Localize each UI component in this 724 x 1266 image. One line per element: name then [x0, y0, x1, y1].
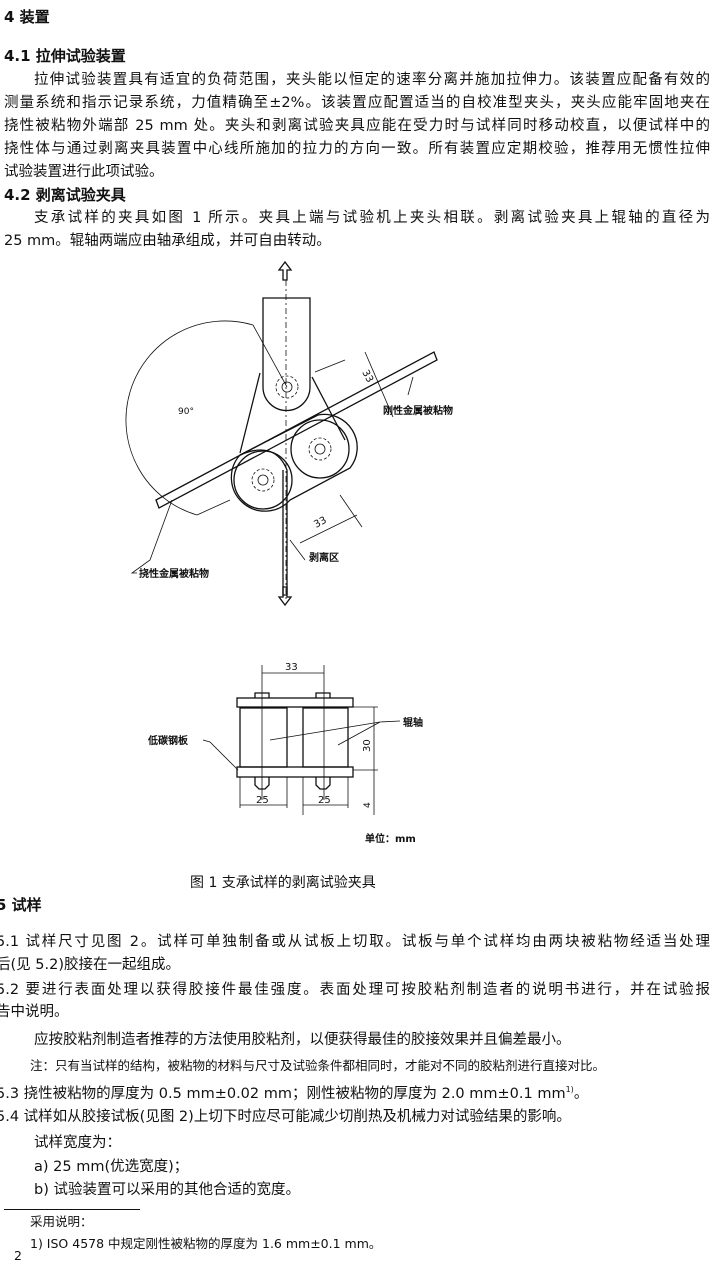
roller-label: 辊轴: [403, 716, 423, 729]
footnote-ref: 1): [565, 1085, 574, 1094]
paragraph-line: 支承试样的夹具如图 1 所示。夹具上端与试验机上夹头相联。剥离试验夹具上辊轴的直…: [34, 210, 710, 226]
footnote-divider: [4, 1209, 140, 1210]
top-plate: [236, 697, 354, 708]
footnote-title: 采用说明：: [30, 1214, 93, 1229]
paragraph-line: 试样宽度为：: [34, 1135, 121, 1151]
roller-link-plate: [230, 413, 358, 512]
plate-label: 低碳钢板: [147, 734, 189, 747]
page-number: 2: [14, 1248, 22, 1263]
section-5-heading: 5 试样: [0, 896, 42, 914]
paragraph-line: 告中说明。: [0, 1004, 69, 1020]
flexible-adherend-label: 挠性金属被粘物: [139, 567, 209, 580]
spacing-dim-label: 33: [285, 662, 298, 673]
clevis: [262, 297, 311, 412]
paragraph-line: 测量系统和指示记录系统，力值精确至±2%。该装置应配置适当的自校准型夹头，夹头应…: [4, 95, 710, 111]
paragraph-line: 5.4 试样如从胶接试板(见图 2)上切下时应尽可能减少切削热及机械力对试验结果…: [0, 1109, 571, 1125]
pull-down-arrow-icon: [277, 586, 293, 607]
nuts: [254, 692, 331, 790]
peel-fixture-side-view: [125, 260, 438, 607]
dim-top-label: 33: [359, 368, 375, 384]
angle-label: 90°: [178, 407, 194, 417]
rigid-adherend-label: 刚性金属被粘物: [383, 404, 453, 417]
list-item: b) 试验装置可以采用的其他合适的宽度。: [34, 1182, 300, 1198]
footnote-text: 1) ISO 4578 中规定刚性被粘物的厚度为 1.6 mm±0.1 mm。: [30, 1236, 382, 1251]
list-item: a) 25 mm(优选宽度)；: [34, 1159, 189, 1175]
width-dim-label: 25: [318, 795, 331, 806]
paragraph-line: 挠性被粘物外端部 25 mm 处。夹头和剥离试验夹具应能在受力时与试样同时移动校…: [4, 118, 710, 134]
paragraph-line: 应按胶粘剂制造者推荐的方法使用胶粘剂，以便获得最佳的胶接效果并且偏差最小。: [34, 1032, 571, 1048]
peel-zone-label: 剥离区: [309, 551, 339, 564]
flexible-adherend: [239, 449, 288, 596]
unit-label: 单位：mm: [365, 832, 416, 845]
section-4-heading: 4 装置: [4, 8, 50, 26]
figure-caption: 图 1 支承试样的剥离试验夹具: [190, 875, 376, 891]
width-dim-label: 25: [256, 795, 269, 806]
paragraph-line: 5.2 要进行表面处理以获得胶接件最佳强度。表面处理可按胶粘剂制造者的说明书进行…: [0, 982, 710, 998]
note-text: 注：只有当试样的结构，被粘物的材料与尺寸及试验条件都相同时，才能对不同的胶粘剂进…: [30, 1058, 606, 1073]
rigid-adherend: [155, 351, 438, 509]
low-carbon-steel-plate: [236, 766, 354, 778]
paragraph-line: 25 mm。辊轴两端应由轴承组成，并可自由转动。: [4, 233, 331, 249]
roller: [233, 450, 293, 510]
paragraph-line: 拉伸试验装置具有适宜的负荷范围，夹头能以恒定的速率分离并施加拉伸力。该装置应配备…: [34, 72, 710, 88]
pull-up-arrow-icon: [277, 260, 293, 281]
paragraph-line: 试验装置进行此项试验。: [4, 164, 164, 180]
paragraph-line: 5.1 试样尺寸见图 2。试样可单独制备或从试板上切取。试板与单个试样均由两块被…: [0, 934, 710, 950]
roller: [302, 707, 349, 768]
height-dim-label: 30: [362, 739, 373, 752]
section-4-2-heading: 4.2 剥离试验夹具: [4, 186, 126, 204]
roller: [239, 707, 288, 768]
paragraph-line: 后(见 5.2)胶接在一起组成。: [0, 957, 180, 973]
figure-1-drawing: 90° 33 33 刚性金属被粘物 剥离区 挠性金属被粘物 33 辊轴 低碳钢板…: [125, 260, 453, 845]
thickness-dim-label: 4: [363, 802, 373, 808]
dim-bottom-label: 33: [312, 515, 328, 531]
peel-fixture-front-view: [202, 665, 401, 815]
paragraph-line: 挠性体与通过剥离夹具装置中心线所施加的拉力的方向一致。所有装置应定期校验，推荐用…: [4, 141, 710, 157]
paragraph-line: 5.3 挠性被粘物的厚度为 0.5 mm±0.02 mm；刚性被粘物的厚度为 2…: [0, 1085, 589, 1102]
roller: [290, 419, 350, 479]
section-4-1-heading: 4.1 拉伸试验装置: [4, 47, 126, 65]
